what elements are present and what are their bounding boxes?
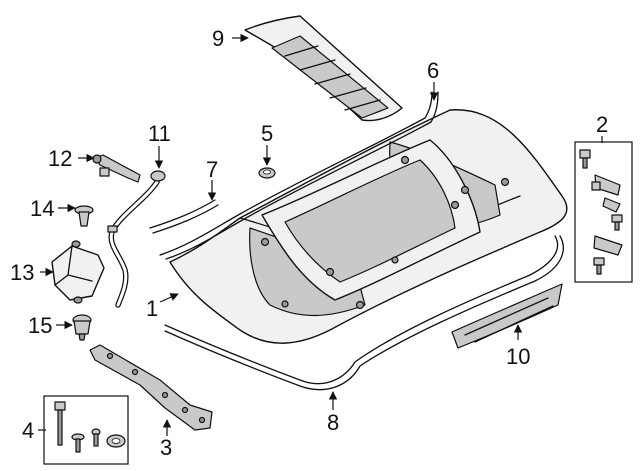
callout-8: 8 [327, 410, 339, 435]
callout-6: 6 [427, 58, 439, 83]
callout-5: 5 [261, 121, 273, 146]
callout-10: 10 [506, 344, 530, 369]
callout-labels: 9 6 2 11 12 5 7 14 13 1 15 10 8 3 4 [10, 26, 608, 460]
hood-panel [169, 109, 568, 344]
hose-clip [92, 154, 141, 183]
callout-7: 7 [206, 157, 218, 182]
callout-4: 4 [22, 418, 34, 443]
side-seal-strip [149, 199, 219, 234]
callout-1: 1 [146, 296, 158, 321]
push-clip [74, 205, 94, 227]
grommet [258, 167, 276, 179]
rear-seal [164, 235, 564, 391]
callout-15: 15 [28, 313, 52, 338]
leaders [38, 33, 603, 436]
hinge-reinforcement [89, 344, 213, 431]
callout-13: 13 [10, 260, 34, 285]
callout-11: 11 [148, 121, 171, 146]
callout-3: 3 [160, 435, 172, 460]
leader-1 [159, 293, 179, 303]
rubber-plug [72, 314, 92, 341]
air-scoop [244, 15, 403, 122]
hardware-kit-4 [43, 395, 129, 465]
callout-9: 9 [212, 26, 224, 51]
rear-bracket-plate [451, 283, 563, 349]
washer-hose [107, 170, 166, 308]
callout-2: 2 [596, 112, 608, 137]
support-bracket [51, 240, 105, 304]
callout-12: 12 [48, 146, 72, 171]
callout-14: 14 [30, 196, 54, 221]
hardware-kit-2 [574, 141, 633, 283]
front-seal-strip [159, 91, 439, 260]
